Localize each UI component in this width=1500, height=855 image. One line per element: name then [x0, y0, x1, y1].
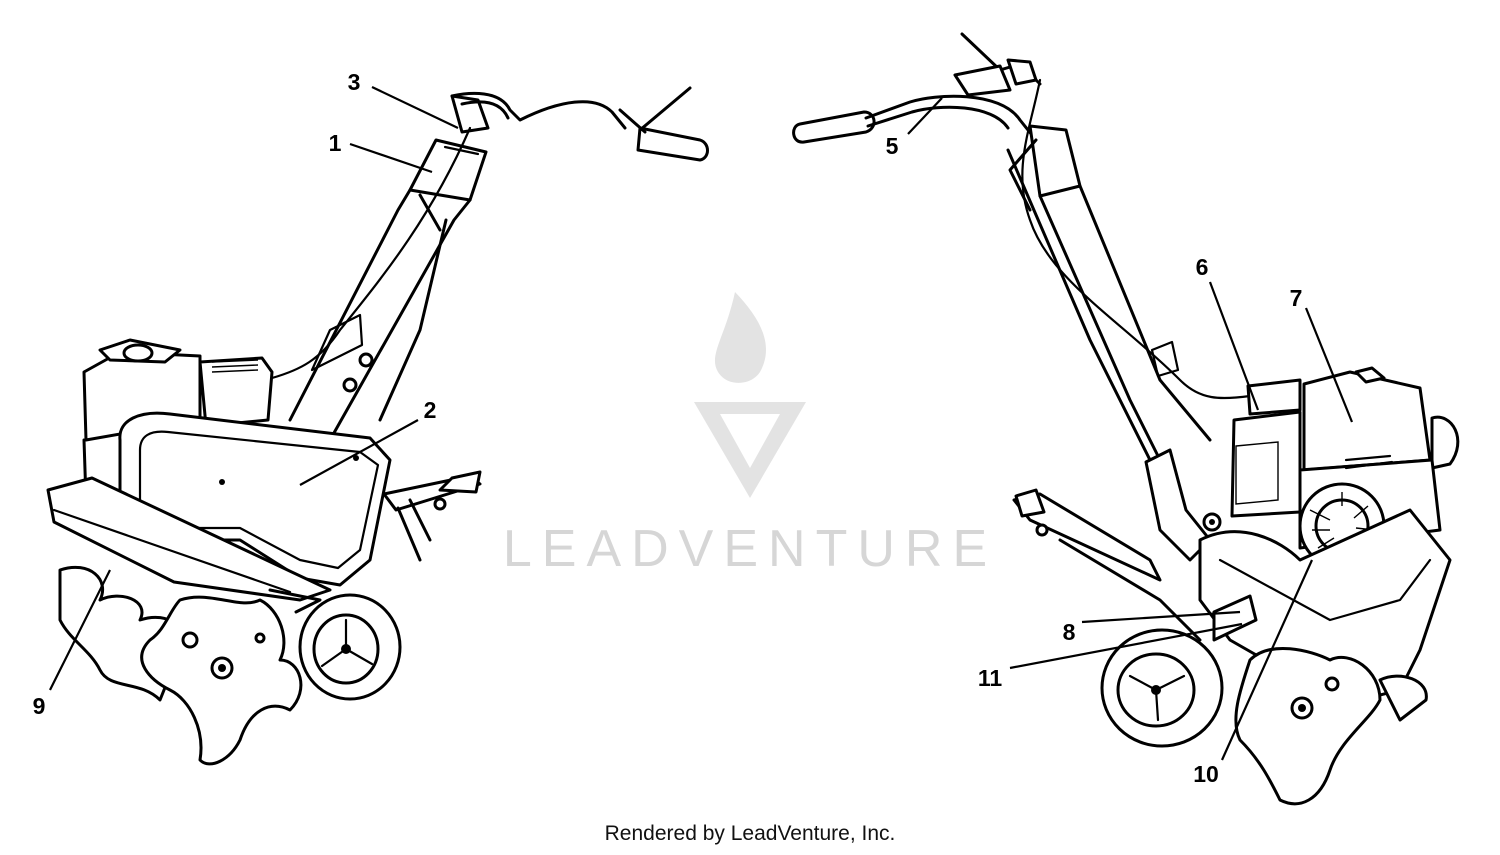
callout-11: 11: [978, 665, 1003, 691]
leader-3: [371, 86, 459, 129]
leader-2: [299, 419, 419, 486]
watermark: LEADVENTURE: [503, 292, 997, 578]
callout-numbers: 3 1 2 9 5 6 7 8 11 10: [33, 69, 1303, 787]
leader-7: [1304, 307, 1354, 423]
callout-8: 8: [1063, 619, 1076, 645]
left-tines: [58, 565, 303, 766]
leader-1: [349, 142, 433, 174]
callout-5: 5: [886, 133, 899, 159]
callout-1: 1: [329, 130, 342, 156]
callout-2: 2: [424, 397, 437, 423]
leader-5: [907, 97, 943, 135]
left-tiller-illustration: [46, 86, 709, 766]
callout-6: 6: [1196, 254, 1209, 280]
leader-6: [1208, 281, 1260, 411]
leader-9: [49, 569, 111, 691]
callout-leaders: [49, 86, 1354, 761]
callout-10: 10: [1193, 761, 1219, 787]
leadventure-flame-logo-icon: [694, 292, 806, 498]
right-wheel: [1100, 628, 1224, 748]
leader-8: [1081, 610, 1241, 624]
callout-9: 9: [33, 693, 46, 719]
callout-7: 7: [1290, 285, 1303, 311]
leader-10: [1220, 559, 1314, 761]
right-tiller-illustration: [792, 32, 1460, 806]
callout-3: 3: [348, 69, 361, 95]
leader-11: [1009, 622, 1243, 670]
right-tines: [1234, 646, 1428, 806]
left-wheel: [298, 593, 402, 701]
footer-credit: Rendered by LeadVenture, Inc.: [604, 822, 896, 845]
watermark-text: LEADVENTURE: [503, 520, 997, 578]
